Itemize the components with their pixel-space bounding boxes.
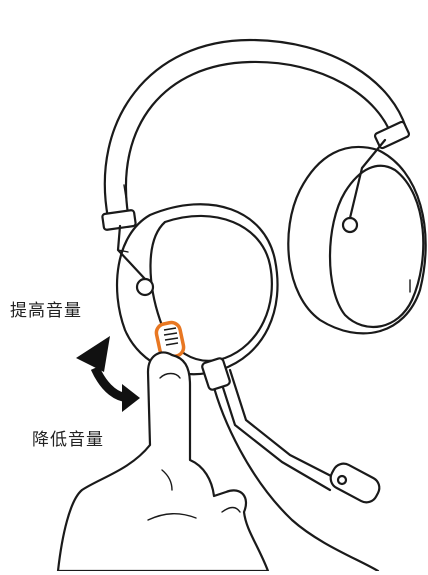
- volume-up-label: 提高音量: [10, 301, 82, 321]
- right-ear-cup: [287, 138, 427, 335]
- volume-down-label: 降低音量: [32, 430, 104, 450]
- curved-double-arrow-icon: [76, 336, 140, 412]
- left-ear-cup: [115, 203, 279, 376]
- hand: [56, 351, 270, 573]
- cable-and-mic: [201, 357, 381, 573]
- headband: [101, 38, 410, 231]
